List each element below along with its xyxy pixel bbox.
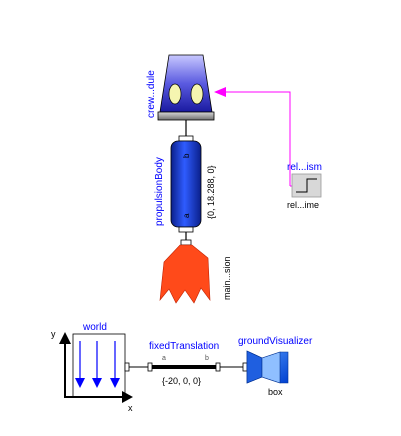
box-label: box bbox=[268, 387, 283, 397]
relay-mechanism-component[interactable]: rel...ism rel...ime bbox=[287, 162, 322, 210]
crew-module-component[interactable]: crew...dule bbox=[146, 54, 215, 121]
body-port-b-frame[interactable] bbox=[178, 135, 194, 142]
world-component[interactable]: world y x bbox=[51, 322, 133, 413]
ground-visualizer-label: groundVisualizer bbox=[238, 336, 313, 347]
world-label: world bbox=[82, 322, 107, 333]
emission-port-frame[interactable] bbox=[180, 239, 192, 246]
relay-mechanism-label: rel...ism bbox=[287, 162, 322, 173]
ft-offset-label: {-20, 0, 0} bbox=[162, 376, 201, 386]
world-frame-port bbox=[124, 362, 130, 372]
propulsion-body-label: propulsionBody bbox=[154, 157, 165, 226]
fixed-translation-label: fixedTranslation bbox=[149, 341, 219, 352]
capsule-base bbox=[157, 111, 215, 121]
ground-visualizer-component[interactable]: groundVisualizer box bbox=[238, 336, 313, 397]
gravity-arrows bbox=[75, 341, 120, 388]
body-port-a-frame[interactable] bbox=[178, 226, 194, 233]
relay-time-label: rel...ime bbox=[287, 200, 319, 210]
axis-y-label: y bbox=[51, 329, 56, 339]
crew-module-label: crew...dule bbox=[146, 70, 157, 118]
ft-port-a: a bbox=[162, 355, 166, 362]
main-emission-component[interactable]: main...sion bbox=[159, 244, 232, 304]
fixed-translation-component[interactable]: fixedTranslation a b {-20, 0, 0} bbox=[147, 341, 221, 386]
axis-x-label: x bbox=[128, 403, 133, 413]
propulsion-body-component[interactable]: b a propulsionBody {0, 18.288, 0} bbox=[154, 140, 216, 228]
propulsion-port-b: b bbox=[182, 153, 191, 158]
world-axes bbox=[59, 332, 133, 403]
main-emission-label: main...sion bbox=[222, 256, 232, 300]
propulsion-port-a: a bbox=[182, 213, 191, 218]
capsule-window-left bbox=[168, 83, 182, 105]
capsule-window-right bbox=[190, 83, 204, 105]
ft-port-b: b bbox=[205, 355, 209, 362]
propulsion-coords-label: {0, 18.288, 0} bbox=[206, 165, 216, 219]
